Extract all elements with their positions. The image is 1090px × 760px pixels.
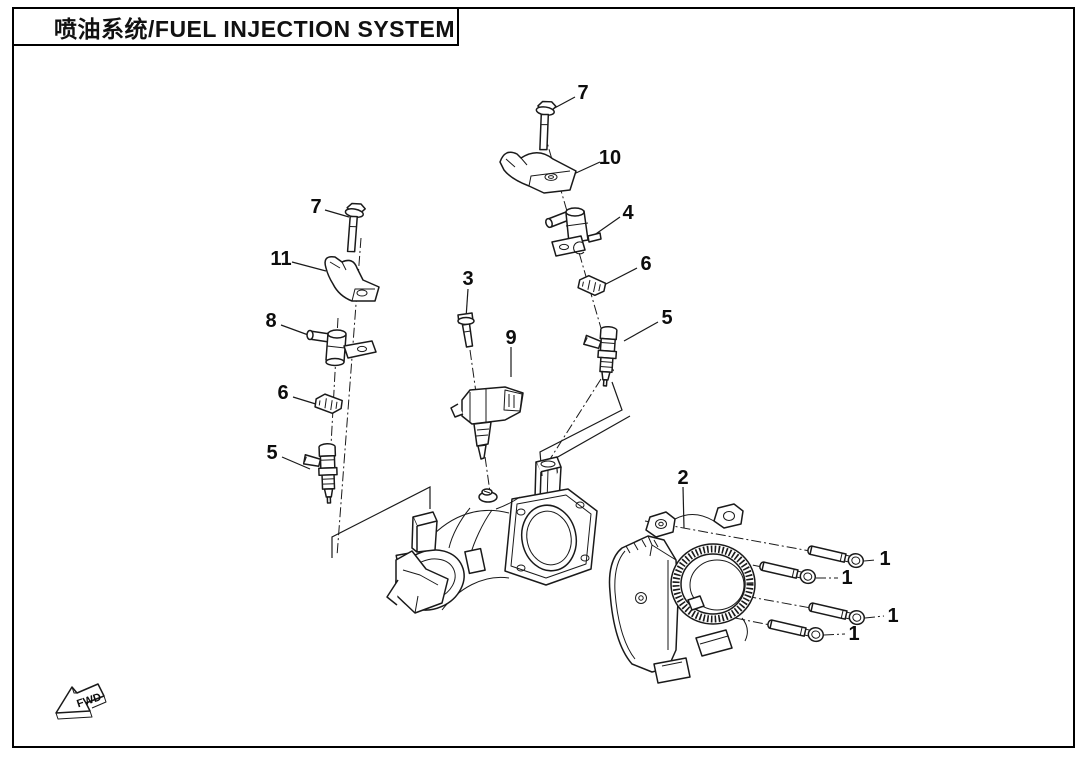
part-bolt-7-left — [337, 200, 367, 254]
part-screw-3 — [457, 312, 475, 348]
part-bolt-1-b — [757, 558, 818, 586]
part-throttle-body-2 — [608, 503, 756, 684]
callout-6-right: 6 — [640, 253, 651, 275]
callout-9: 9 — [505, 327, 516, 349]
callout-7-top: 7 — [577, 82, 588, 104]
part-injector-5-left — [302, 442, 339, 505]
part-bolt-1-c — [806, 599, 867, 627]
callout-1-d: 1 — [848, 623, 859, 645]
title-box: 喷油系统/FUEL INJECTION SYSTEM — [12, 7, 459, 46]
part-injector-5-right — [580, 324, 619, 388]
callout-2: 2 — [677, 467, 688, 489]
callout-1-a: 1 — [879, 548, 890, 570]
part-bracket-11 — [324, 255, 380, 302]
callout-1-c: 1 — [887, 605, 898, 627]
part-bolt-1-d — [765, 616, 826, 644]
fwd-arrow: FWD — [55, 683, 107, 720]
callout-11: 11 — [270, 248, 291, 270]
callout-6-left: 6 — [277, 382, 288, 404]
callout-3: 3 — [462, 268, 473, 290]
leader-lines — [280, 96, 685, 529]
part-bolt-1-a — [805, 542, 866, 570]
callout-10: 10 — [599, 147, 621, 169]
part-clip-6-right — [576, 273, 608, 298]
callout-4: 4 — [622, 202, 634, 224]
part-bolt-7-top — [530, 99, 558, 152]
part-clip-6-left — [313, 392, 344, 416]
part-joint-4 — [545, 207, 602, 257]
callout-7-left: 7 — [310, 196, 321, 218]
callout-5-right: 5 — [661, 307, 672, 329]
part-sensor-9 — [450, 386, 524, 460]
page-border — [12, 7, 1075, 748]
callout-1-b: 1 — [841, 567, 852, 589]
callout-5-left: 5 — [266, 442, 277, 464]
callouts: 7 10 4 6 5 7 11 8 6 5 3 9 2 1 1 1 1 — [265, 82, 898, 645]
page-title: 喷油系统/FUEL INJECTION SYSTEM — [54, 15, 456, 42]
part-intake-adapter — [386, 456, 598, 614]
part-bracket-10 — [499, 151, 577, 194]
part-joint-8 — [306, 329, 377, 367]
callout-8: 8 — [265, 310, 276, 332]
